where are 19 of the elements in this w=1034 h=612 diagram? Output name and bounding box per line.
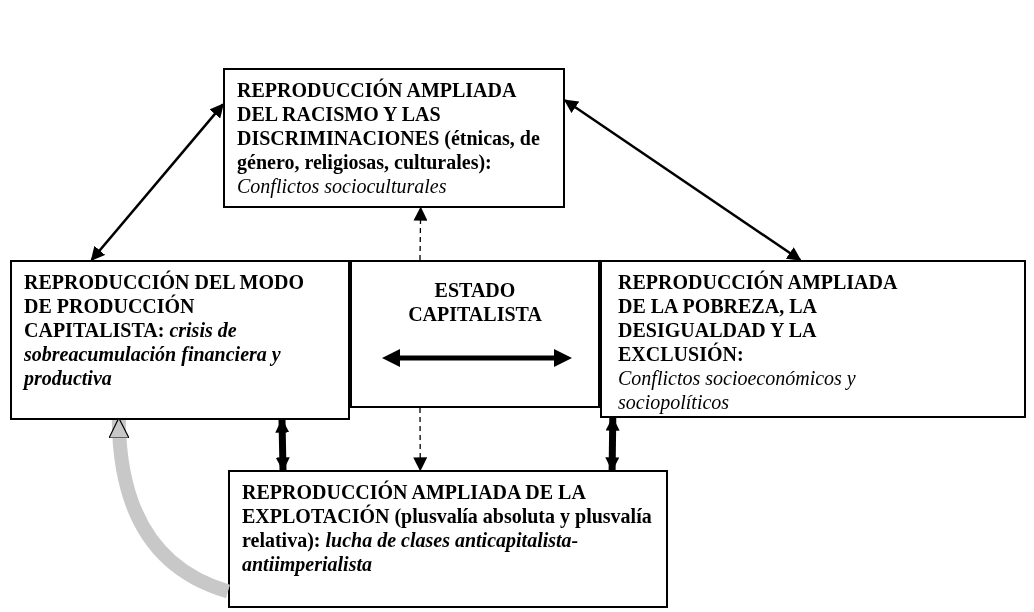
arrow: [275, 418, 290, 472]
arrow: [605, 416, 620, 472]
text-box: [10, 260, 350, 420]
heading-text: REPRODUCCIÓN AMPLIADA DEL RACISMO Y LAS DISCRIMINACIONES (étnicas, de género, religiosas, culturales):: [237, 78, 541, 174]
body-text: Conflictos socioeconómicos y sociopolíticos: [618, 366, 857, 414]
heading-text: ESTADO CAPITALISTA: [407, 278, 543, 326]
heading-text: REPRODUCCIÓN DEL MODO DE PRODUCCIÓN CAPITALISTA: crisis de sobreacumulación financiera y productiva: [24, 270, 305, 390]
arrow: [90, 103, 224, 262]
body-text: Conflictos socioculturales: [237, 174, 448, 198]
arrow: [108, 417, 231, 599]
text-box: [228, 470, 668, 608]
arrow: [413, 206, 428, 261]
arrow: [413, 407, 428, 472]
text-box: [600, 260, 1026, 418]
heading-text: REPRODUCCIÓN AMPLIADA DE LA POBREZA, LA DESIGUALDAD Y LA EXCLUSIÓN:: [618, 270, 898, 366]
heading-text: REPRODUCCIÓN AMPLIADA DE LA EXPLOTACIÓN (plusvalía absoluta y plusvalía relativa): lucha de clases anticapitalista-antiimperialista: [242, 480, 653, 576]
arrow: [563, 99, 802, 262]
text-box: [223, 68, 565, 208]
text-box: [350, 260, 600, 408]
